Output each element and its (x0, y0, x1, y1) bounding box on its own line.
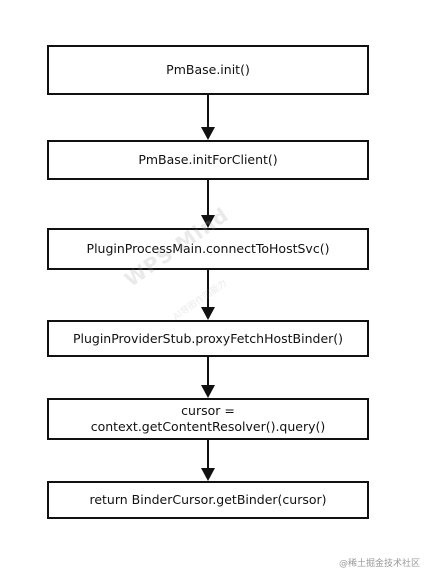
watermark-subtitle: AI导图作图能力 (171, 278, 229, 323)
node-label-line-1: cursor = (181, 403, 235, 418)
arrow-4-5 (201, 357, 215, 398)
node-label: return BinderCursor.getBinder(cursor) (89, 492, 327, 507)
arrowhead-icon (201, 215, 215, 228)
arrow-2-3 (201, 180, 215, 228)
node-pmbase-init: PmBase.init() (47, 45, 369, 95)
arrow-shaft (207, 95, 209, 128)
node-pmbase-init-for-client: PmBase.initForClient() (47, 140, 369, 180)
arrow-1-2 (201, 95, 215, 140)
node-label: PluginProviderStub.proxyFetchHostBinder(… (72, 330, 344, 346)
arrowhead-icon (201, 385, 215, 398)
arrow-shaft (207, 357, 209, 386)
node-connect-to-host-svc: PluginProcessMain.connectToHostSvc() (47, 228, 369, 270)
arrowhead-icon (201, 307, 215, 320)
arrow-shaft (207, 270, 209, 308)
node-label-line-2: context.getContentResolver().query() (90, 419, 326, 434)
node-proxy-fetch-host-binder: PluginProviderStub.proxyFetchHostBinder(… (47, 320, 369, 357)
arrowhead-icon (201, 468, 215, 481)
node-label: PluginProcessMain.connectToHostSvc() (86, 241, 330, 256)
node-content-resolver-query: cursor = context.getContentResolver().qu… (47, 398, 369, 440)
arrow-3-4 (201, 270, 215, 320)
source-credit: @稀土掘金技术社区 (338, 559, 420, 569)
arrow-shaft (207, 440, 209, 469)
node-label: PmBase.initForClient() (138, 152, 278, 167)
arrow-shaft (207, 180, 209, 216)
node-return-binder: return BinderCursor.getBinder(cursor) (47, 481, 369, 519)
node-label: PmBase.init() (166, 62, 250, 77)
arrow-5-6 (201, 440, 215, 481)
arrowhead-icon (201, 127, 215, 140)
